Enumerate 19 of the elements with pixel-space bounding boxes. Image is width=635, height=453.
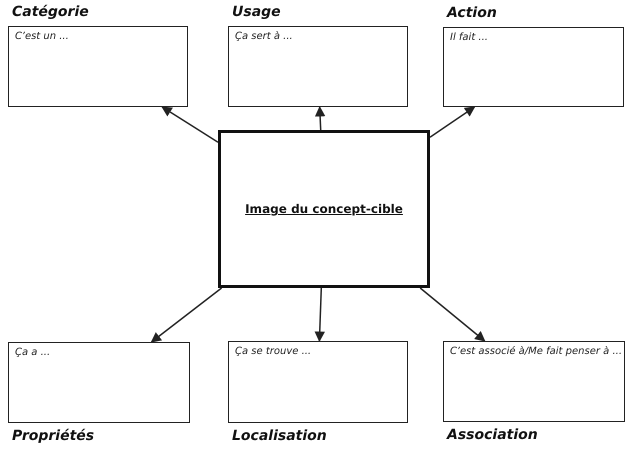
arrow [430,106,476,138]
arrow [314,288,325,342]
category-heading: Catégorie [12,4,89,20]
prompt-text: Ça a ... [15,347,50,358]
category-heading: Localisation [232,428,327,444]
prompt-text: Ça sert à ... [235,31,293,42]
prompt-text: Ça se trouve ... [235,346,312,357]
concept-title: Image du concept-cible [245,202,403,216]
category-heading: Usage [232,4,281,20]
arrow [150,287,222,343]
category-heading: Association [447,427,538,443]
arrow [314,106,326,130]
category-heading: Action [447,5,497,21]
category-heading: Propriétés [12,428,94,444]
arrow [161,106,218,143]
prompt-text: Il fait ... [450,32,488,43]
arrow [420,287,486,342]
prompt-text: C’est un ... [15,31,69,42]
prompt-text: C’est associé à/Me fait penser à ... [450,346,622,357]
